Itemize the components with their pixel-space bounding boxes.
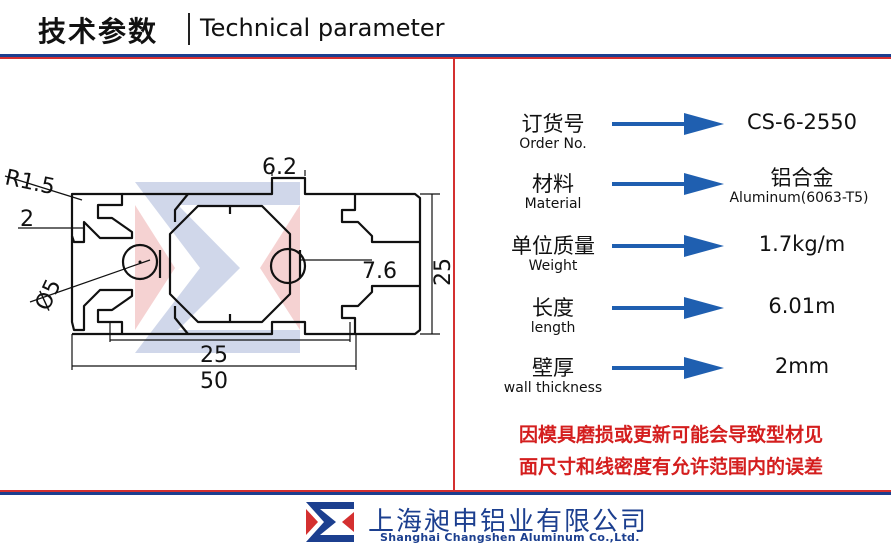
dim-side: 7.6 — [362, 259, 397, 284]
dimension-lines — [4, 170, 440, 370]
top-blue-rule — [0, 54, 891, 57]
dim-radius: R1.5 — [3, 165, 57, 200]
dim-slot-width: 6.2 — [262, 155, 297, 180]
spec-label-en: wall thickness — [503, 380, 603, 396]
spec-value-sub: Aluminum(6063-T5) — [729, 190, 869, 206]
bottom-red-rule — [0, 490, 891, 492]
arrow-right-icon — [612, 357, 724, 379]
arrow-right-icon — [612, 297, 724, 319]
spec-row-weight: 单位质量 Weight 1.7kg/m — [470, 230, 880, 284]
spec-value: 2mm — [774, 354, 830, 378]
vertical-divider — [453, 59, 455, 491]
spec-row-wall-thickness: 壁厚 wall thickness 2mm — [470, 352, 880, 406]
dim-two: 2 — [20, 207, 34, 232]
dim-inner-width: 25 — [200, 343, 228, 368]
spec-value: 铝合金 — [770, 166, 834, 190]
spec-label-cn: 长度 — [532, 296, 574, 320]
top-red-rule — [0, 57, 891, 59]
company-name-english: Shanghai Changshen Aluminum Co.,Ltd. — [380, 531, 640, 544]
spec-row-material: 材料 Material 铝合金 Aluminum(6063-T5) — [470, 166, 880, 222]
left-hole — [121, 243, 159, 281]
dim-total-width: 50 — [200, 369, 228, 394]
arrow-right-icon — [612, 113, 724, 135]
spec-label-cn: 材料 — [532, 172, 574, 196]
spec-label-en: Order No. — [519, 136, 587, 152]
bottom-blue-rule — [0, 492, 891, 495]
dim-hole: Ø5 — [31, 276, 67, 315]
spec-row-length: 长度 length 6.01m — [470, 292, 880, 346]
title-chinese: 技术参数 — [38, 15, 159, 48]
spec-row-order-no: 订货号 Order No. CS-6-2550 — [470, 108, 880, 162]
tolerance-note-line-1: 因模具磨损或更新可能会导致型材见 — [518, 424, 823, 446]
spec-value: 6.01m — [768, 294, 836, 318]
spec-label-en: Weight — [528, 258, 578, 274]
spec-label-en: Material — [524, 196, 582, 212]
spec-label-cn: 壁厚 — [532, 356, 574, 380]
header: 技术参数 Technical parameter — [0, 0, 891, 56]
arrow-right-icon — [612, 173, 724, 195]
title-separator — [188, 13, 190, 45]
spec-label-cn: 订货号 — [521, 112, 585, 136]
title-english: Technical parameter — [200, 14, 445, 42]
tolerance-note-line-2: 面尺寸和线密度有允许范围内的误差 — [518, 456, 823, 478]
right-hole — [269, 247, 307, 285]
profile-drawing: R1.5 2 6.2 7.6 25 25 50 Ø5 — [3, 155, 452, 394]
company-logo-icon — [306, 502, 354, 542]
dim-height: 25 — [431, 258, 452, 286]
arrow-right-icon — [612, 235, 724, 257]
spec-label-cn: 单位质量 — [511, 234, 595, 258]
profile-outline — [70, 176, 422, 336]
spec-label-en: length — [530, 320, 576, 336]
company-name-chinese: 上海昶申铝业有限公司 — [368, 507, 649, 537]
spec-value: 1.7kg/m — [758, 232, 846, 256]
spec-value: CS-6-2550 — [747, 110, 857, 134]
